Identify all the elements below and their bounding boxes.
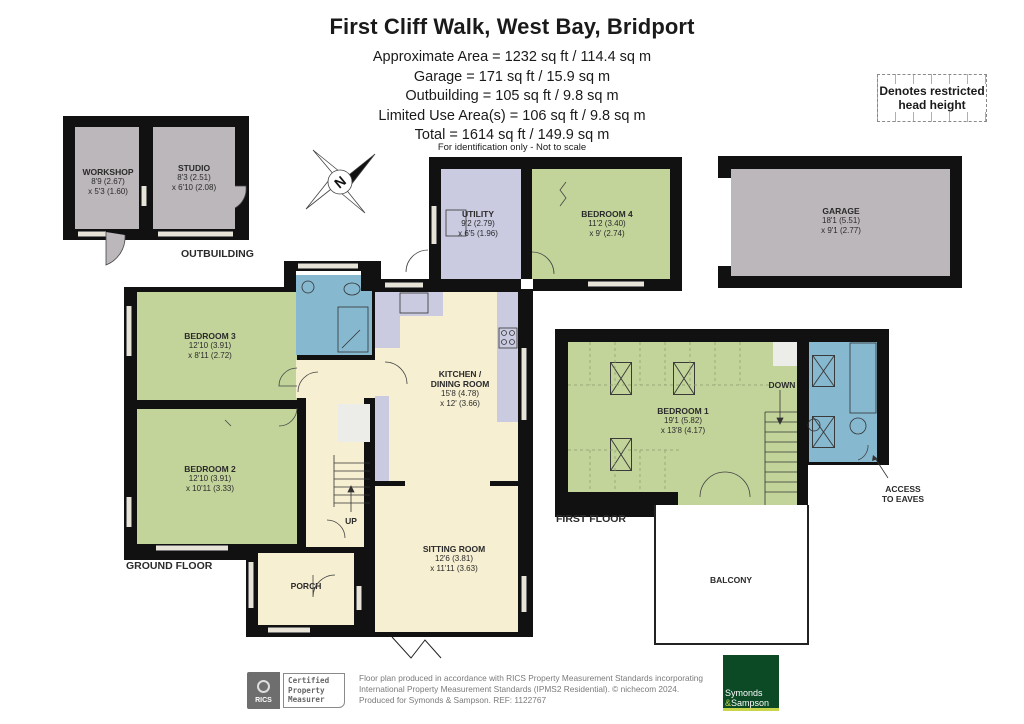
room-label-utility: UTILITY 9'2 (2.79) x 6'5 (1.96): [458, 209, 498, 238]
room-label-kitchen: KITCHEN / DINING ROOM 15'8 (4.78) x 12' …: [430, 369, 490, 408]
plan-title: First Cliff Walk, West Bay, Bridport: [329, 14, 695, 39]
window: [521, 576, 527, 612]
floor-label-first: FIRST FLOOR: [556, 513, 626, 525]
kitchen-counter: [497, 292, 518, 422]
room-label-studio: STUDIO 8'3 (2.51) x 6'10 (2.08): [171, 163, 217, 192]
scale-disclaimer: For identification only - Not to scale: [437, 142, 587, 153]
gap: [808, 465, 889, 517]
area-total: Total = 1614 sq ft / 149.9 sq m: [414, 127, 610, 143]
area-limited-use: Limited Use Area(s) = 106 sq ft / 9.8 sq…: [378, 107, 646, 124]
rics-seal-icon: [257, 680, 270, 693]
kitchen-counter: [375, 396, 389, 482]
room-label-bedroom-4: BEDROOM 4 11'2 (3.40) x 9' (2.74): [581, 209, 633, 238]
room-garage: [731, 169, 950, 276]
rics-logo: RICS: [247, 672, 280, 709]
window: [156, 545, 228, 551]
room-studio: [153, 127, 235, 229]
symonds-sampson-logo: Symonds &Sampson: [723, 655, 779, 711]
gap: [521, 279, 533, 289]
room-bedroom-3: [137, 292, 297, 400]
room-label-bedroom-1: BEDROOM 1 19'1 (5.82) x 13'8 (4.17): [657, 406, 709, 435]
area-outbuilding: Outbuilding = 105 sq ft / 9.8 sq m: [405, 88, 619, 104]
window: [588, 281, 644, 287]
stairs-down-label: DOWN: [768, 380, 796, 390]
room-bedroom-1: [568, 342, 797, 492]
window: [356, 586, 362, 610]
rics-certified-badge: RICS Certified Property Measurer: [247, 672, 353, 709]
room-porch: [258, 553, 354, 625]
kitchen-counter: [375, 292, 443, 316]
stairs-up-label: UP: [345, 516, 357, 526]
skylight-icon: [673, 362, 695, 395]
room-label-bedroom-2: BEDROOM 2 12'10 (3.91) x 10'11 (3.33): [184, 464, 236, 493]
room-label-balcony: BALCONY: [709, 575, 753, 585]
window: [385, 282, 423, 288]
wall: [375, 481, 405, 486]
room-label-workshop: WORKSHOP 8'9 (2.67) x 5'3 (1.60): [82, 167, 134, 196]
room-hallway-top: [296, 360, 386, 398]
gap: [124, 279, 284, 287]
skylight-icon: [610, 362, 632, 395]
landing-cupboard: [773, 342, 797, 366]
area-summary: Approximate Area = 1232 sq ft / 114.4 sq…: [0, 48, 1024, 146]
cupboard: [338, 404, 370, 442]
garage-door-opening: [718, 178, 731, 266]
window: [141, 186, 147, 206]
area-garage: Garage = 171 sq ft / 15.9 sq m: [413, 68, 611, 85]
window: [298, 263, 358, 269]
window: [78, 231, 106, 237]
room-label-bedroom-3: BEDROOM 3 12'10 (3.91) x 8'11 (2.72): [184, 331, 236, 360]
restricted-height-legend: Denotes restricted head height: [877, 74, 987, 122]
window: [431, 206, 437, 244]
north-arrow-compass-icon: [305, 149, 376, 214]
skylight-icon: [610, 438, 632, 471]
skylight-icon: [812, 416, 835, 448]
floor-label-ground: GROUND FLOOR: [126, 560, 213, 572]
room-balcony: [654, 505, 809, 645]
floor-label-outbuilding: OUTBUILDING: [181, 248, 254, 260]
window: [521, 348, 527, 420]
compass-letter: N: [331, 173, 349, 192]
room-bedroom-1-ext: [678, 492, 797, 505]
room-workshop: [75, 127, 139, 229]
gap: [124, 560, 247, 637]
window: [248, 562, 254, 608]
skylight-icon: [812, 355, 835, 387]
bifold-door-icon: [391, 636, 442, 659]
room-bedroom-2: [137, 409, 297, 544]
access-to-eaves-label: ACCESS TO EAVES: [881, 484, 925, 504]
room-bedroom-4: [532, 169, 670, 279]
room-kitchen-sitting: [375, 292, 518, 632]
window: [126, 306, 132, 356]
legend-label: Denotes restricted head height: [878, 84, 986, 112]
window: [158, 231, 233, 237]
footer-disclaimer: Floor plan produced in accordance with R…: [359, 673, 704, 705]
rics-cert-text: Certified Property Measurer: [283, 673, 345, 708]
room-label-porch: PORCH: [290, 581, 322, 591]
room-label-garage: GARAGE 18'1 (5.51) x 9'1 (2.77): [821, 206, 861, 235]
window: [126, 497, 132, 527]
room-label-sitting-room: SITTING ROOM 12'6 (3.81) x 11'11 (3.63): [422, 544, 486, 573]
area-approximate: Approximate Area = 1232 sq ft / 114.4 sq…: [372, 49, 652, 65]
wall: [490, 481, 518, 486]
window: [268, 627, 310, 633]
